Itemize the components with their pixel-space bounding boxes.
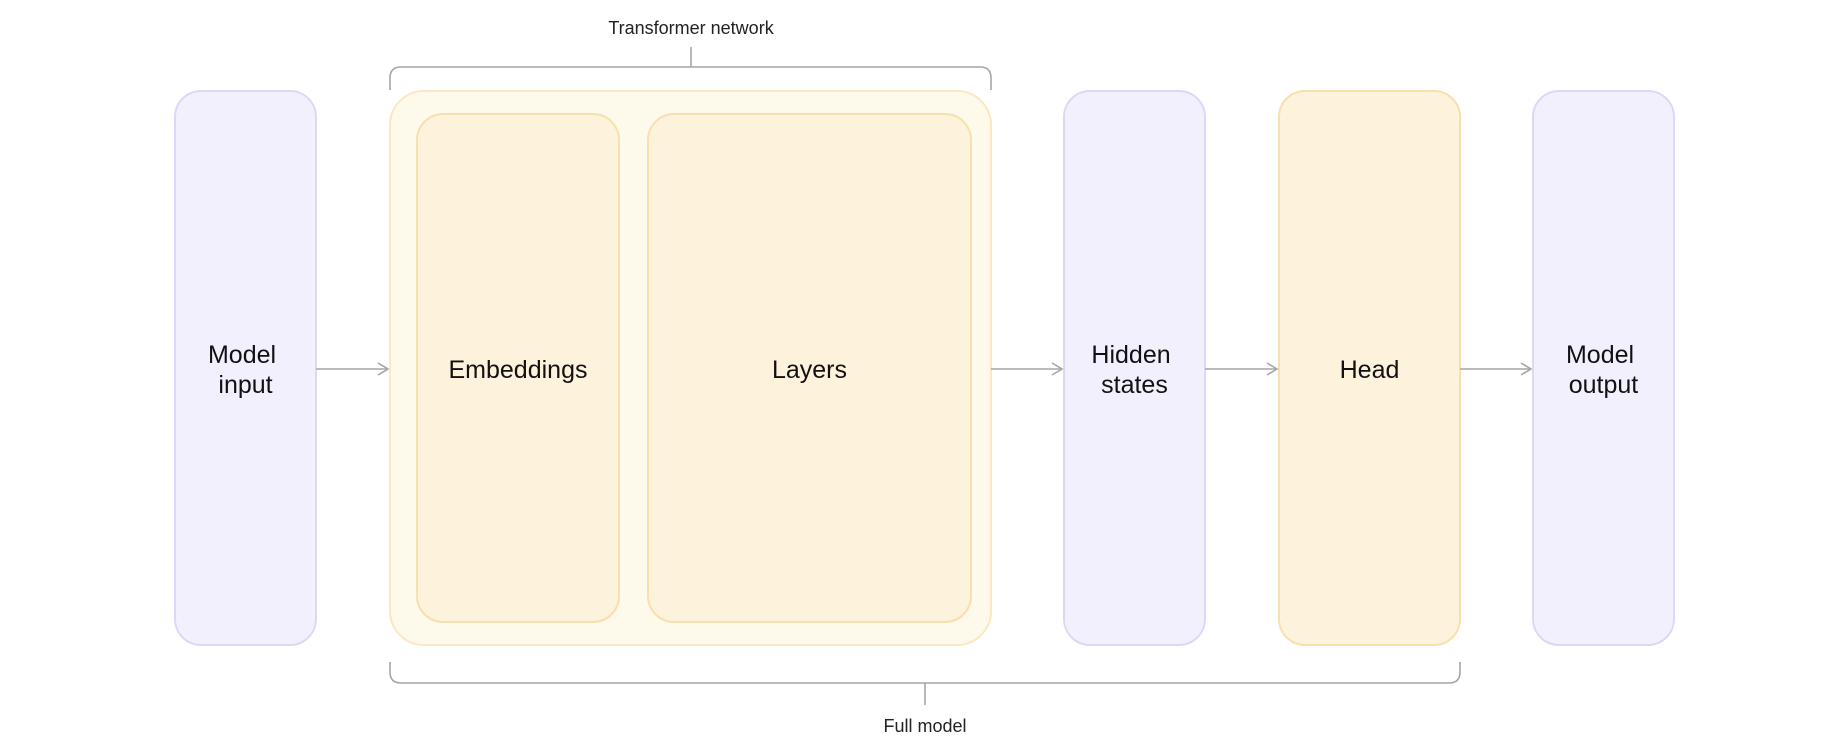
layers-box: Layers [647, 113, 972, 623]
model-input-label-line-2: input [218, 371, 272, 399]
model-output-label-line-2: output [1569, 371, 1639, 399]
embeddings-label: Embeddings [449, 356, 588, 384]
hidden-states-box: Hidden states [1063, 90, 1206, 646]
model-output-rect [1532, 90, 1675, 646]
head-label: Head [1340, 356, 1400, 384]
hidden-states-label-line-2: states [1101, 371, 1168, 399]
model-input-rect [174, 90, 317, 646]
hidden-states-label-line-1: Hidden [1091, 341, 1170, 369]
transformer-network-label: Transformer network [608, 18, 774, 38]
head-box: Head [1278, 90, 1461, 646]
transformer-network-bracket: Transformer network [389, 18, 992, 90]
layers-rect [647, 113, 972, 623]
full-model-bracket-line [389, 662, 1461, 684]
hidden-states-rect [1063, 90, 1206, 646]
model-input-label: Model input [208, 341, 283, 399]
head-rect [1278, 90, 1461, 646]
transformer-network-bracket-line [389, 66, 992, 90]
hidden-states-label: Hidden states [1091, 341, 1177, 399]
model-output-label-line-1: Model [1566, 341, 1634, 369]
embeddings-box: Embeddings [416, 113, 620, 623]
model-input-label-line-1: Model [208, 341, 276, 369]
layers-label: Layers [772, 356, 847, 384]
model-output-label: Model output [1566, 341, 1641, 399]
full-model-label: Full model [883, 716, 966, 736]
full-model-bracket: Full model [389, 662, 1461, 736]
model-output-box: Model output [1532, 90, 1675, 646]
embeddings-rect [416, 113, 620, 623]
transformer-network-box: Embeddings Layers [389, 90, 992, 646]
model-input-box: Model input [174, 90, 317, 646]
